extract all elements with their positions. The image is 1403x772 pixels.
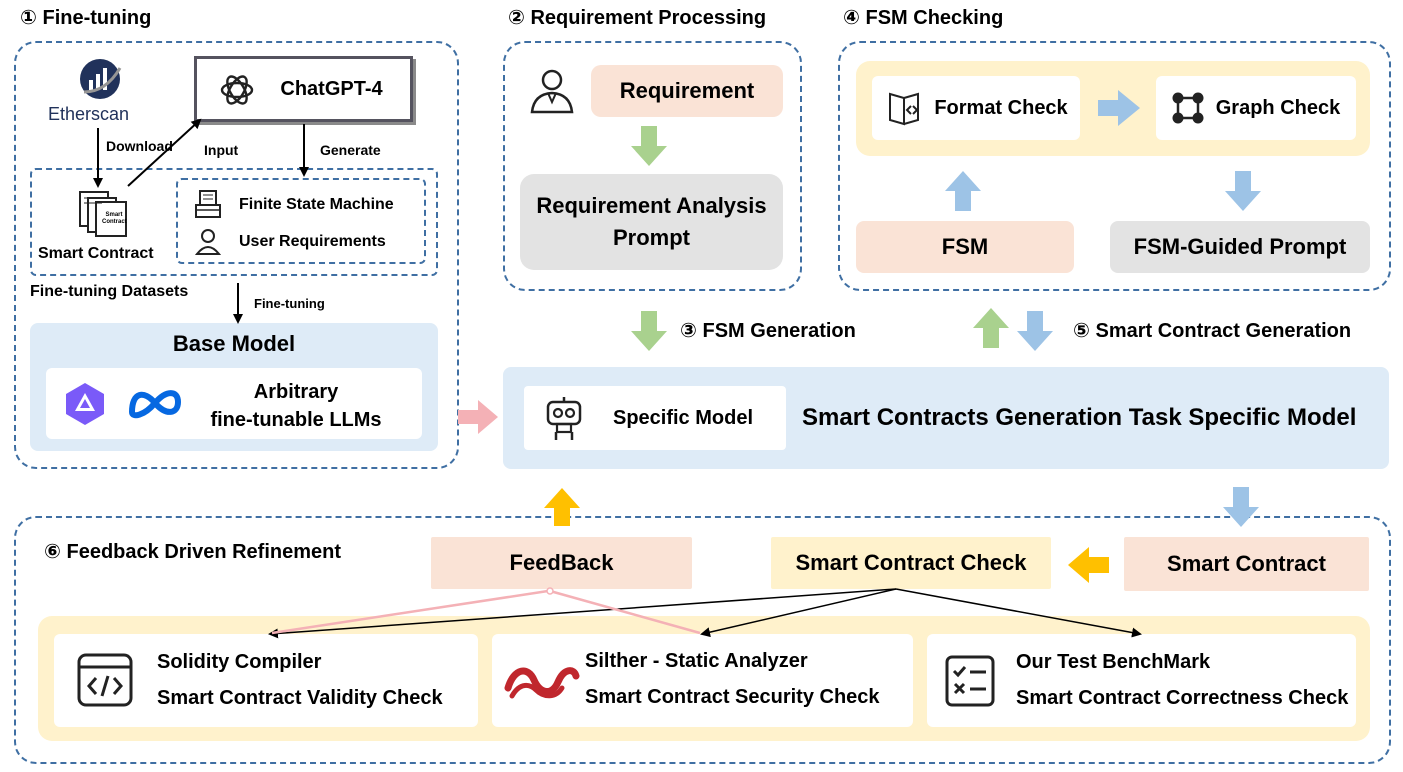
fsm-box: FSM xyxy=(856,221,1074,273)
fsm-checking-frame xyxy=(838,41,1391,291)
format-check-label: Format Check xyxy=(934,96,1068,119)
checklist-icon xyxy=(944,654,996,708)
fsm-generation-arrow xyxy=(631,311,667,351)
fine-tuning-datasets-label: Fine-tuning Datasets xyxy=(30,283,189,300)
base-model-label: Base Model xyxy=(172,331,296,356)
smart-contract-check-box: Smart Contract Check xyxy=(771,537,1051,589)
analysis-line1: Requirement Analysis xyxy=(536,193,767,218)
robot-icon xyxy=(544,396,584,448)
fsm-dataset-label: Finite State Machine xyxy=(239,196,394,213)
tool-benchmark-check: Smart Contract Correctness Check xyxy=(1016,687,1349,709)
specific-model-label: Specific Model xyxy=(612,406,754,429)
tool-solidity-name: Solidity Compiler xyxy=(157,651,322,673)
datasets-inner-frame xyxy=(176,178,426,264)
meta-icon xyxy=(126,384,184,422)
tool-benchmark-box xyxy=(927,634,1356,727)
smart-contract-icon-text: Smart Contract xyxy=(102,212,127,225)
tool-solidity-check: Smart Contract Validity Check xyxy=(157,687,443,709)
section-title-fsm-checking: ④ FSM Checking xyxy=(843,7,1004,29)
llm-box xyxy=(46,368,422,439)
generate-label: Generate xyxy=(320,142,381,158)
person-icon xyxy=(528,66,576,114)
input-label: Input xyxy=(204,142,239,158)
task-model-label: Smart Contracts Generation Task Specific… xyxy=(802,404,1357,431)
chatgpt-label: ChatGPT-4 xyxy=(280,77,383,100)
specific-model-box: Specific Model xyxy=(524,386,786,450)
etherscan-logo xyxy=(76,58,124,100)
graph-check-box: Graph Check xyxy=(1156,76,1356,140)
feedback-refinement-frame xyxy=(14,516,1391,764)
etherscan-label: Etherscan xyxy=(48,104,130,124)
tool-benchmark-name: Our Test BenchMark xyxy=(1016,651,1211,673)
fine-tuning-arrow-label: Fine-tuning xyxy=(254,296,325,311)
user-requirements-label: User Requirements xyxy=(239,233,386,250)
section-title-fsm-generation: ③ FSM Generation xyxy=(680,320,856,342)
arbitrary-llms-label: Arbitrary fine-tunable LLMs xyxy=(196,378,396,434)
section-title-requirement-processing: ② Requirement Processing xyxy=(508,7,767,29)
arbitrary-line2: fine-tunable LLMs xyxy=(210,409,382,431)
smart-contract-label: Smart Contract xyxy=(38,245,154,262)
feedback-box: FeedBack xyxy=(431,537,692,589)
tool-silther-name: Silther - Static Analyzer xyxy=(585,650,808,672)
smart-contract-docs-icon xyxy=(78,190,132,238)
format-check-box: Format Check xyxy=(872,76,1080,140)
snake-icon xyxy=(504,658,580,704)
graph-check-label: Graph Check xyxy=(1215,96,1341,119)
requirement-processing-frame xyxy=(503,41,802,291)
requirement-analysis-prompt-box: Requirement Analysis Prompt xyxy=(520,174,783,270)
format-check-icon xyxy=(886,90,922,132)
fsm-up-green-arrow xyxy=(973,308,1009,348)
fine-tuning-datasets-frame xyxy=(30,168,438,276)
chatgpt-box: ChatGPT-4 xyxy=(194,56,413,122)
qwen-icon xyxy=(62,380,108,426)
prompt-down-blue-arrow xyxy=(1017,311,1053,351)
fine-tuning-frame xyxy=(14,41,459,469)
tool-solidity-box xyxy=(54,634,478,727)
arbitrary-line1: Arbitrary xyxy=(253,381,339,403)
fsm-guided-prompt-box: FSM-Guided Prompt xyxy=(1110,221,1370,273)
user-icon xyxy=(194,226,222,256)
section-title-fine-tuning: ① Fine-tuning xyxy=(20,7,152,29)
tool-silther-check: Smart Contract Security Check xyxy=(585,686,880,708)
section-title-feedback-refinement: ⑥ Feedback Driven Refinement xyxy=(44,541,342,563)
code-window-icon xyxy=(76,652,134,708)
analysis-line2: Prompt xyxy=(613,225,690,250)
download-label: Download xyxy=(106,138,173,154)
document-stack-icon xyxy=(194,189,222,219)
section-title-smart-contract-generation: ⑤ Smart Contract Generation xyxy=(1073,320,1352,342)
graph-check-icon xyxy=(1170,90,1206,132)
openai-icon xyxy=(217,70,257,116)
requirement-box: Requirement xyxy=(591,65,783,117)
base-to-model-arrow xyxy=(458,400,498,434)
smart-contract-output-box: Smart Contract xyxy=(1124,537,1369,591)
